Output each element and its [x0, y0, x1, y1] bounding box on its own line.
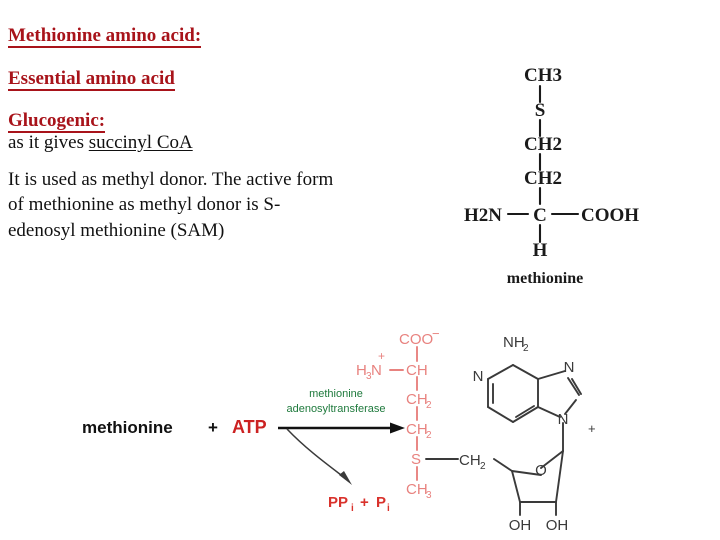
purine-double-c2-n3	[515, 405, 535, 418]
sam-methyl-subscript: 3	[426, 490, 432, 501]
sam-ch2-upper-subscript: 2	[426, 400, 432, 411]
sam-ribose-oxygen-label: O	[535, 462, 547, 479]
reaction-cosubstrate-atp-label: ATP	[232, 417, 267, 437]
formula-atom-sulfur: S	[535, 100, 546, 121]
heading-methionine-amino-acid: Methionine amino acid:	[8, 25, 448, 48]
paragraph-methyl-donor-line-2: of methionine as methyl donor is S-	[8, 194, 281, 216]
sam-sulfur-label: S	[411, 451, 421, 468]
imidazole-bond-c5-n7	[537, 370, 566, 380]
sam-adenine-amine-subscript: 2	[523, 343, 529, 354]
purine-bond-c5-c6	[512, 364, 539, 380]
imidazole-bond-c8-n9	[564, 399, 577, 415]
imidazole-bond-n9-c4	[537, 406, 561, 418]
reaction-arrow	[278, 422, 405, 434]
heading-essential-amino-acid: Essential amino acid	[8, 67, 448, 91]
ribose-bond-c1-o	[540, 450, 564, 469]
byproduct-arrowhead	[339, 471, 352, 485]
sam-methionine-labels: COO − H 3 N + CH CH 2 CH 2 S CH 3	[356, 326, 440, 501]
sam-hydroxyl-right-label: OH	[546, 517, 569, 534]
sam-methyl-label: CH	[406, 481, 428, 498]
heading-glucogenic-label: Glucogenic:	[8, 109, 106, 133]
formula-atom-carboxyl: COOH	[581, 205, 639, 226]
formula-atom-amine: H2N	[464, 205, 502, 226]
sam-carboxylate-label: COO	[399, 331, 433, 348]
enzyme-label-line-2: adenosyltransferase	[286, 403, 385, 415]
sam-adenine-amine-label: NH	[503, 334, 525, 351]
heading-methionine-amino-acid-label: Methionine amino acid:	[8, 25, 202, 48]
byproduct-ppi-subscript: i	[351, 503, 354, 514]
enzyme-label-line-1: methionine	[309, 388, 363, 400]
byproduct-plus-sign: +	[360, 494, 369, 511]
sam-ch2-lower-subscript: 2	[426, 430, 432, 441]
paragraph-methyl-donor: It is used as methyl donor. The active f…	[8, 167, 438, 243]
sam-synthesis-reaction-diagram: methionine + ATP methionine adenosyltran…	[60, 325, 720, 540]
byproduct-label: PP i + P i	[328, 494, 390, 514]
sam-adenosine-labels: CH 2 NH 2 N N N O OH OH	[459, 334, 574, 534]
reaction-arrowhead	[390, 422, 405, 434]
sam-adenine-n1-label: N	[473, 368, 484, 385]
sam-adenosine-bonds	[425, 364, 582, 516]
sam-hydroxyl-left-label: OH	[509, 517, 532, 534]
purine-bond-c6-n1	[487, 364, 514, 380]
formula-atom-ch2-lower: CH2	[524, 168, 562, 189]
byproduct-pi-subscript: i	[387, 503, 390, 514]
reaction-substrate-label: methionine	[82, 418, 173, 437]
line-succinyl-coa: as it gives succinyl CoA	[8, 131, 448, 155]
sam-amino-n-label: N	[371, 362, 382, 379]
formula-atom-alpha-carbon: C	[533, 205, 547, 226]
formula-atom-ch3: CH3	[524, 65, 562, 86]
sam-ribose-bridge-label: CH	[459, 452, 481, 469]
sam-alpha-ch-label: CH	[406, 362, 428, 379]
sam-amino-h3-subscript: 3	[366, 371, 372, 382]
methionine-formula-caption: methionine	[507, 270, 583, 285]
ribose-bond-c4-c3	[511, 470, 521, 503]
byproduct-ppi-label: PP	[328, 494, 348, 511]
sam-adenine-n7-label: N	[564, 359, 575, 376]
sam-methionine-bonds	[389, 346, 418, 481]
ribose-bond-o-c4	[511, 470, 542, 476]
bond-ch2-ribose	[493, 458, 513, 472]
reaction-plus-sign: +	[208, 418, 218, 437]
paragraph-methyl-donor-line-3: edenosyl methionine (SAM)	[8, 219, 225, 241]
sam-ribose-bridge-subscript: 2	[480, 461, 486, 472]
formula-atom-ch2-upper: CH2	[524, 134, 562, 155]
sam-ch2-upper-label: CH	[406, 391, 428, 408]
sam-ch2-lower-label: CH	[406, 421, 428, 438]
line-succinyl-coa-emphasis: succinyl CoA	[88, 131, 193, 153]
sam-carboxylate-charge: −	[432, 326, 440, 341]
byproduct-pi-label: P	[376, 494, 386, 511]
ribose-bond-c2-c1	[555, 450, 564, 503]
line-succinyl-coa-prefix: as it gives	[8, 131, 89, 153]
purine-bond-c2-n3	[487, 406, 514, 423]
sam-product-charge-plus: +	[588, 421, 596, 436]
purine-bond-n3-c4	[512, 406, 539, 423]
lecture-text-block: Methionine amino acid: Essential amino a…	[8, 25, 448, 243]
formula-atom-alpha-hydrogen: H	[533, 240, 548, 261]
sam-adenine-n9-label: N	[558, 411, 569, 428]
methionine-structural-formula: CH3 S CH2 CH2 H2N C COOH H methionine	[440, 50, 700, 285]
imidazole-double-n7-c8	[571, 378, 582, 395]
heading-essential-amino-acid-label: Essential amino acid	[8, 67, 175, 91]
sam-amino-charge: +	[378, 349, 385, 363]
byproduct-curved-arrow	[286, 428, 352, 485]
heading-glucogenic: Glucogenic:	[8, 109, 448, 133]
paragraph-methyl-donor-line-1: It is used as methyl donor. The active f…	[8, 169, 334, 191]
imidazole-bond-n7-c8	[567, 377, 580, 396]
sam-amino-label: H	[356, 362, 367, 379]
